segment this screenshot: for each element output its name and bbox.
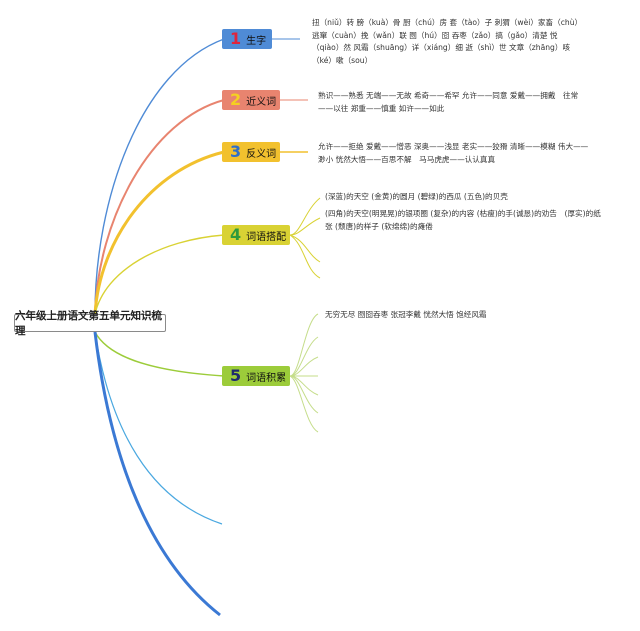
leaf-text-3-1: 允许——拒绝 爱戴——憎恶 深奥——浅显 老实——狡猾 清晰——模糊 伟大——渺… [318, 142, 589, 164]
branch-line-5 [94, 331, 225, 377]
topic-node-1[interactable]: 1 生字 [222, 29, 272, 49]
topic-label-5: 词语积累 [246, 372, 287, 384]
topic-label-1: 生字 [246, 35, 267, 47]
leaf-text-2-1: 熟识——熟悉 无端——无故 希奇——希罕 允许——同意 爱戴——拥戴 往常——以… [318, 91, 579, 113]
leaf-line-5e [289, 375, 319, 396]
topic-node-5[interactable]: 5 词语积累 [222, 366, 290, 386]
leaf-line-5b [289, 336, 319, 377]
leaf-line-5f [289, 375, 319, 414]
root-node[interactable]: 六年级上册语文第五单元知识梳理 [14, 310, 166, 337]
leaf-text-1-1: 扭（niǔ）转 膀（kuà）骨 厨（chú）房 套（tào）子 刺猬（wèi）家… [312, 18, 583, 65]
topic-number-2: 2 [230, 90, 242, 109]
root-label: 六年级上册语文第五单元知识梳理 [15, 310, 162, 337]
topic-number-4: 4 [230, 225, 242, 244]
branch-line-2 [94, 99, 225, 315]
leaf-line-4b [289, 217, 321, 236]
leaf-line-4d [289, 234, 321, 279]
topic-node-4[interactable]: 4 词语搭配 [222, 225, 290, 245]
topic-label-3: 反义词 [246, 148, 277, 160]
branch-line-1 [94, 38, 225, 315]
branch-line-6 [94, 331, 223, 525]
leaf-line-4a [289, 197, 321, 236]
topic-label-2: 近义词 [246, 96, 277, 108]
topic-label-4: 词语搭配 [246, 231, 287, 243]
branch-line-7 [93, 331, 221, 617]
leaf-text-5-1: 无穷无尽 囫囵吞枣 张冠李戴 恍然大悟 饱经风霜 [325, 310, 487, 319]
topic-number-3: 3 [230, 142, 242, 161]
leaf-line-4c [289, 234, 321, 263]
topic-node-3[interactable]: 3 反义词 [222, 142, 280, 162]
leaf-text-4-1: (深蓝)的天空 (金黄)的圆月 (碧绿)的西瓜 (五色)的贝壳 [325, 192, 508, 201]
topic-number-1: 1 [230, 29, 242, 48]
leaf-line-5g [289, 375, 319, 433]
leaf-text-4-2: (四角)的天空(明晃晃)的银项圈 (复杂)的内容 (枯瘦)的手(诚恳)的劝告 (… [325, 209, 601, 231]
branch-line-4 [94, 234, 225, 315]
topic-number-5: 5 [230, 366, 242, 385]
leaf-line-5a [289, 313, 319, 377]
topic-node-2[interactable]: 2 近义词 [222, 90, 280, 110]
branch-line-3 [93, 150, 225, 315]
